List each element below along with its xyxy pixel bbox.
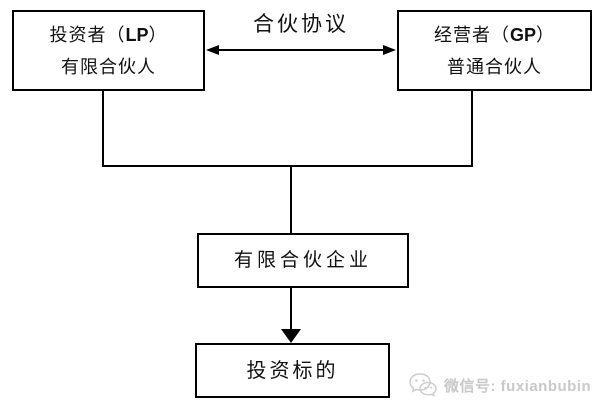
watermark: 微信号: fuxianbubin: [408, 372, 591, 398]
connector-lp-down: [102, 91, 104, 167]
node-operator-gp: 经营者（GP） 普通合伙人: [397, 10, 592, 91]
node-investor-lp: 投资者（LP） 有限合伙人: [12, 10, 205, 91]
investor-lp-code: LP: [125, 24, 149, 45]
agreement-arrowhead-right-icon: [383, 45, 396, 55]
operator-gp-subtitle: 普通合伙人: [447, 56, 542, 77]
investor-lp-subtitle: 有限合伙人: [61, 56, 156, 77]
agreement-label: 合伙协议: [253, 12, 349, 36]
investor-lp-title: 投资者（LP）: [49, 19, 167, 51]
partnership-enterprise-label: 有限合伙企业: [233, 249, 372, 271]
investor-lp-title-suffix: ）: [148, 24, 168, 45]
operator-gp-title: 经营者（GP）: [434, 19, 555, 51]
connector-to-target: [290, 288, 292, 330]
connector-horizontal: [102, 165, 473, 167]
node-investment-target: 投资标的: [195, 343, 390, 398]
agreement-arrow-line: [216, 49, 386, 51]
connector-gp-down: [471, 91, 473, 167]
investment-target-label: 投资标的: [246, 359, 339, 382]
agreement-arrowhead-left-icon: [206, 45, 219, 55]
wechat-icon: [409, 373, 437, 398]
node-partnership-enterprise: 有限合伙企业: [197, 233, 409, 288]
operator-gp-title-suffix: ）: [536, 24, 555, 45]
watermark-text: 微信号: fuxianbubin: [444, 377, 592, 395]
investor-lp-title-prefix: 投资者（: [49, 24, 126, 45]
connector-to-partnership: [290, 165, 292, 233]
operator-gp-code: GP: [509, 24, 536, 45]
target-arrowhead-down-icon: [281, 329, 301, 343]
operator-gp-title-prefix: 经营者（: [433, 24, 510, 45]
